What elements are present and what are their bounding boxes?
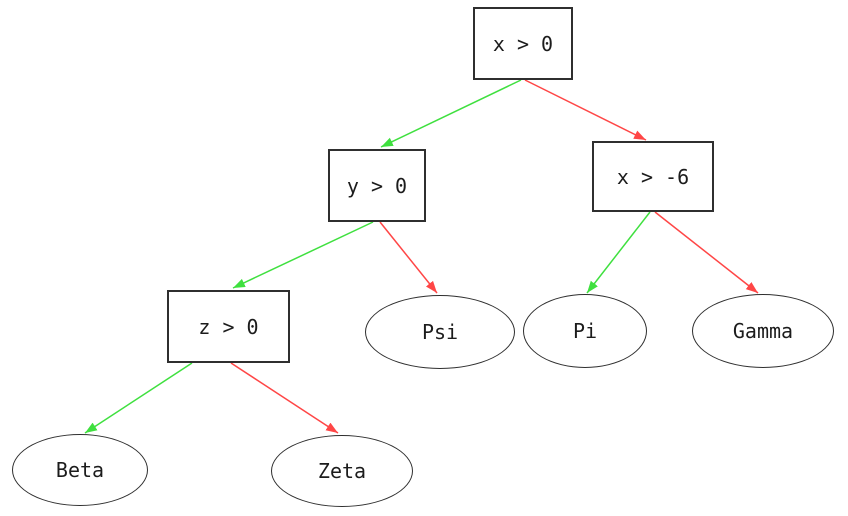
node-y-gt-0: y > 0 (328, 149, 426, 222)
leaf-pi: Pi (523, 294, 647, 368)
edge-xm6-to-gamma-false (654, 211, 759, 294)
node-x-gt-neg6: x > -6 (592, 141, 714, 212)
edge-y0-to-z0-true (232, 221, 374, 289)
node-x-gt-0: x > 0 (473, 7, 573, 80)
leaf-beta: Beta (12, 434, 148, 506)
edge-z0-to-zeta-false (230, 362, 339, 434)
edge-y0-to-psi-false (379, 221, 438, 294)
edge-root-to-xm6-false (524, 79, 647, 141)
edge-z0-to-beta-true (84, 362, 193, 434)
edge-xm6-to-pi-true (586, 211, 651, 294)
edge-root-to-y0-true (380, 79, 522, 148)
leaf-zeta: Zeta (271, 435, 413, 507)
leaf-psi: Psi (365, 295, 515, 369)
node-z-gt-0: z > 0 (167, 290, 290, 363)
leaf-gamma: Gamma (692, 294, 834, 368)
